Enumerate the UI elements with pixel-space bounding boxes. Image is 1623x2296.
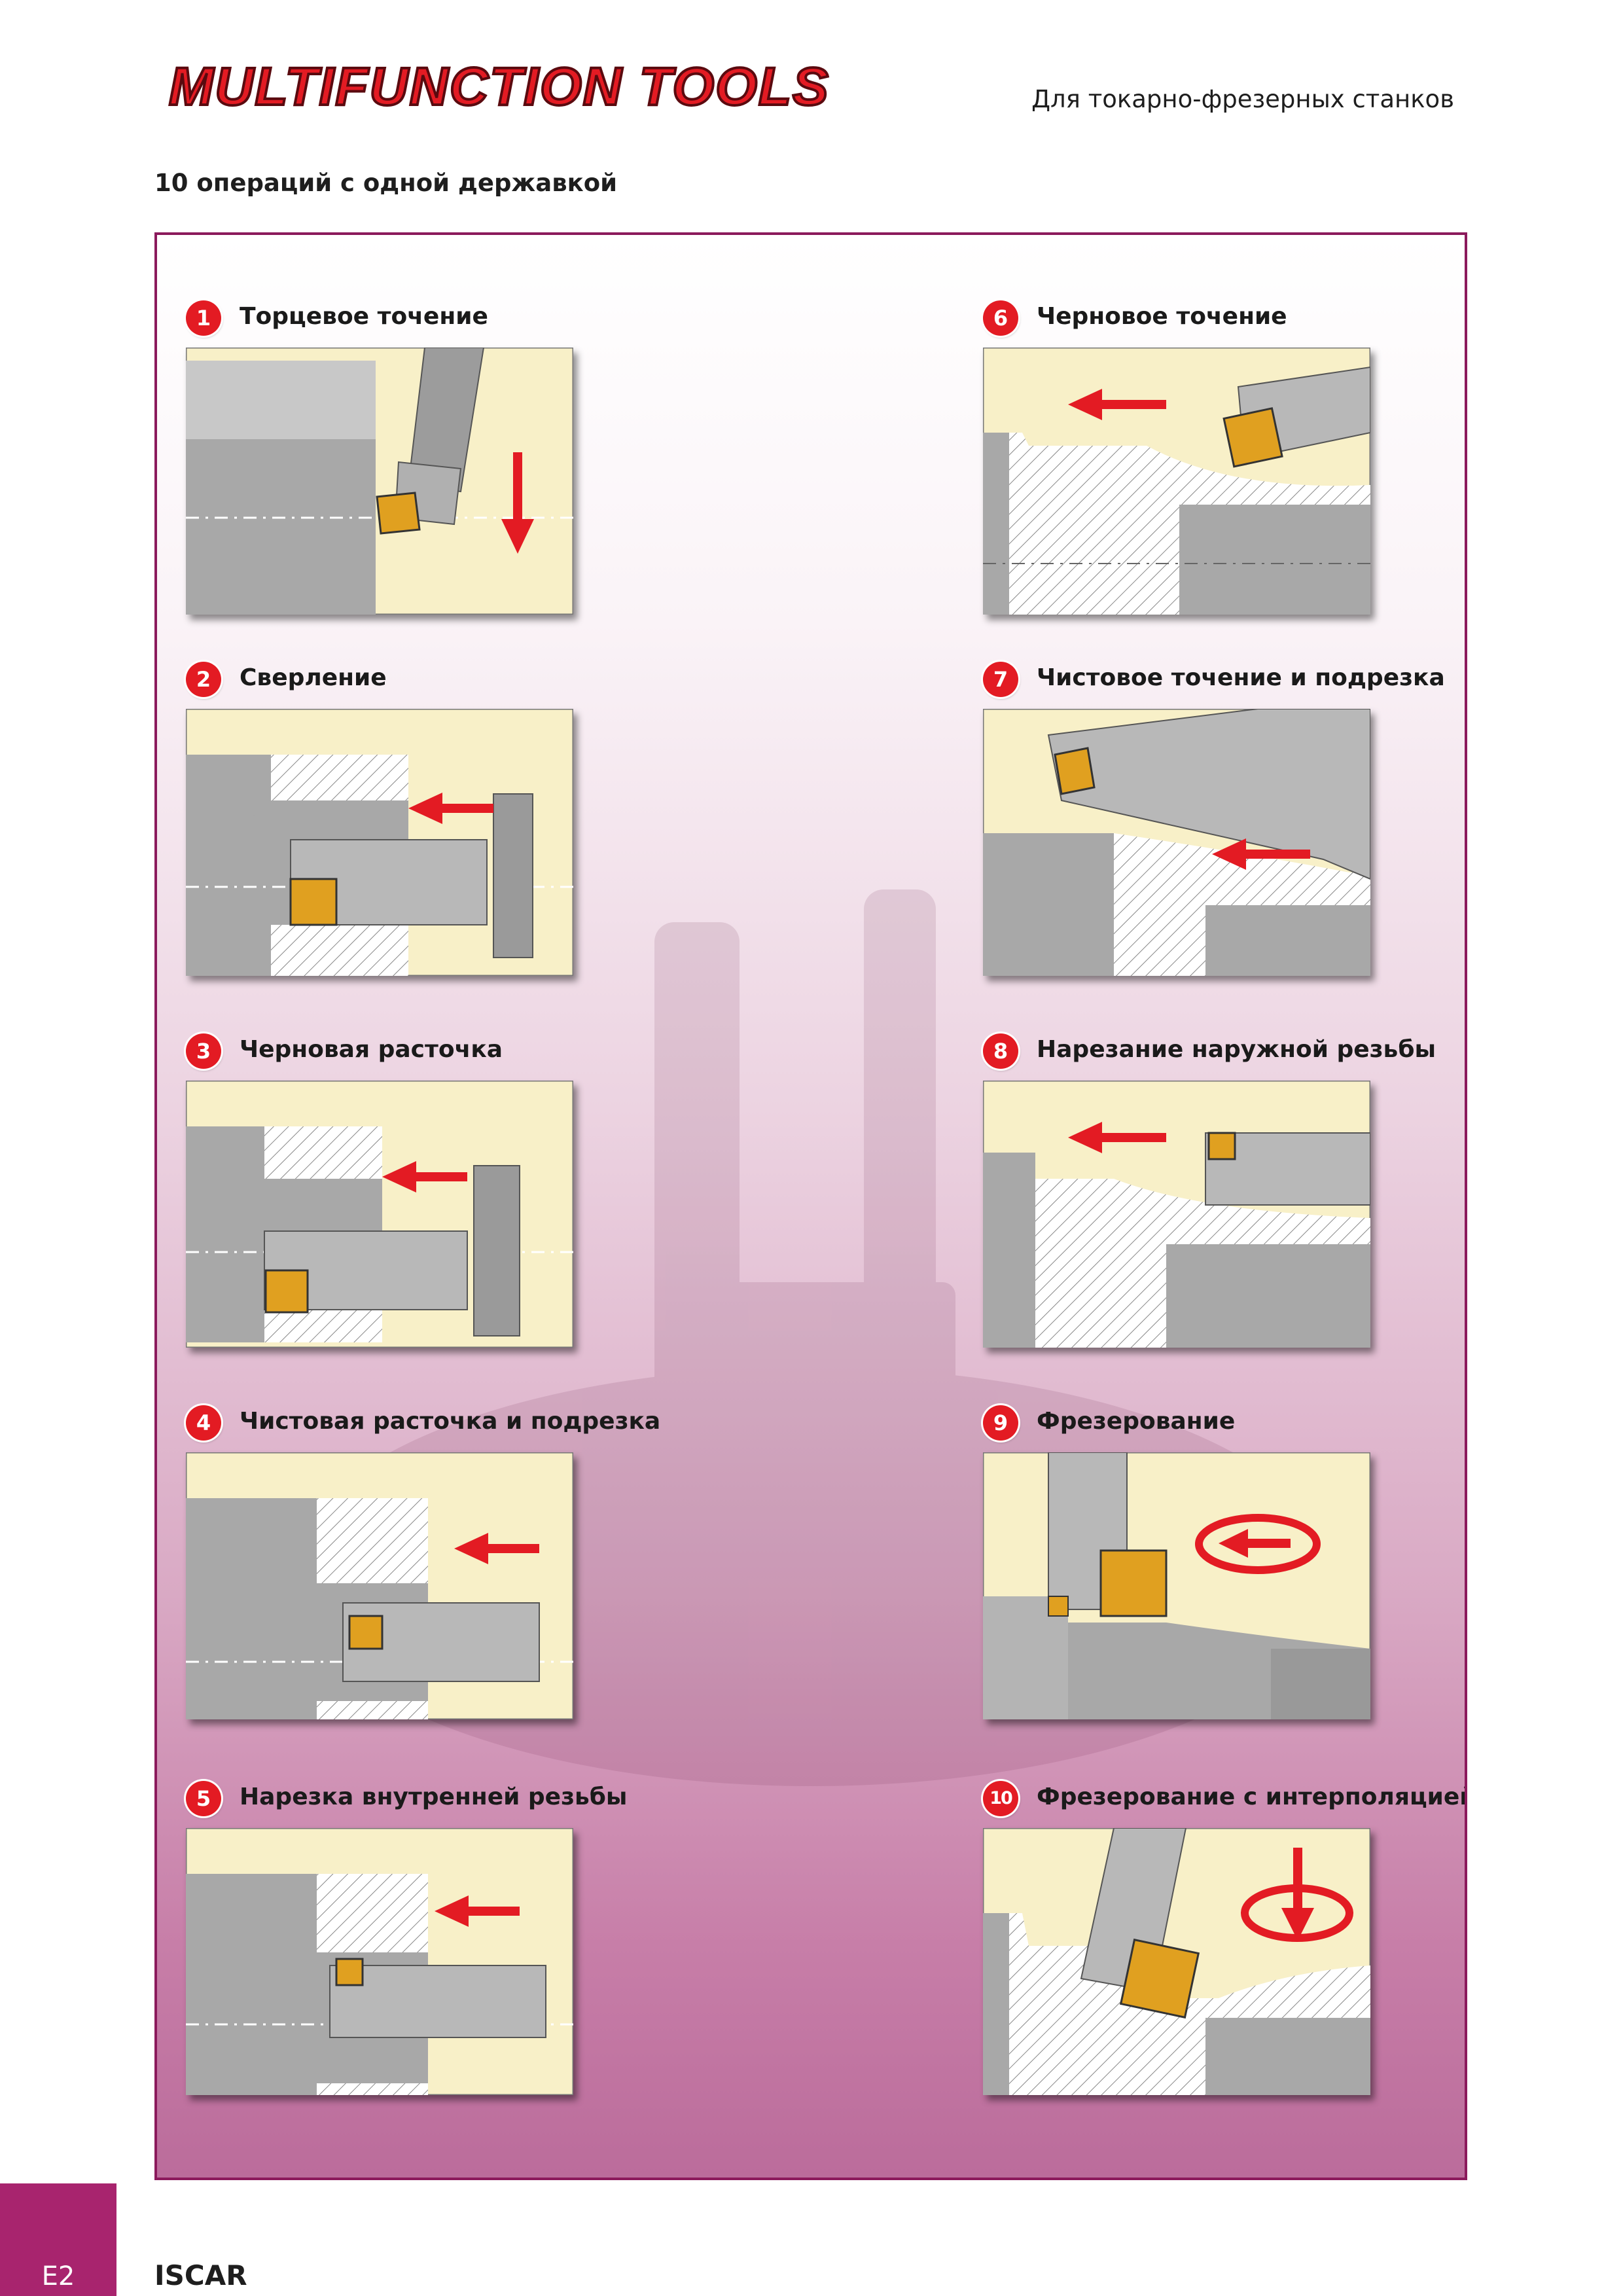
- arrow-left-icon: [1212, 838, 1246, 870]
- rotation-arrow-icon: [1195, 1514, 1321, 1574]
- footer-tab: [0, 2183, 116, 2296]
- operation-7-illustration: [983, 709, 1370, 976]
- operation-10-illustration: [983, 1828, 1370, 2095]
- operation-8-illustration: [983, 1081, 1370, 1348]
- operation-4-number: 4: [186, 1405, 221, 1441]
- operation-10-title: Фрезерование с интерполяцией: [1037, 1784, 1467, 1810]
- operation-4-title: Чистовая расточка и подрезка: [240, 1408, 661, 1435]
- tool-holder-icon: [1047, 709, 1370, 880]
- insert-icon: [1099, 1549, 1168, 1617]
- insert-icon: [348, 1615, 383, 1650]
- arrow-left-icon: [382, 1161, 416, 1193]
- page-subtitle: Для токарно-фрезерных станков: [1031, 85, 1454, 113]
- threading-bar-icon: [329, 1965, 546, 2038]
- operation-3-title: Черновая расточка: [240, 1036, 503, 1063]
- operation-3-illustration: [186, 1081, 573, 1348]
- operation-2-number: 2: [186, 662, 221, 697]
- operation-6-number: 6: [983, 300, 1018, 336]
- insert-icon: [376, 492, 421, 535]
- operation-7-title: Чистовое точение и подрезка: [1037, 664, 1445, 691]
- operation-9-illustration: [983, 1452, 1370, 1719]
- footer-brand: ISCAR: [154, 2259, 247, 2291]
- arrow-down-icon: [501, 519, 534, 554]
- operation-8-title: Нарезание наружной резьбы: [1037, 1036, 1436, 1063]
- insert-icon: [1119, 1938, 1200, 2019]
- operation-4-illustration: [186, 1452, 573, 1719]
- insert-icon: [1054, 747, 1096, 795]
- arrow-down-icon: [1281, 1908, 1314, 1941]
- arrow-left-icon: [454, 1533, 488, 1564]
- operation-2-title: Сверление: [240, 664, 387, 691]
- operation-1-number: 1: [186, 300, 221, 336]
- insert-icon: [1207, 1132, 1236, 1160]
- operation-10-number: 10: [983, 1781, 1018, 1816]
- operation-7-number: 7: [983, 662, 1018, 697]
- arrow-left-icon: [1068, 389, 1102, 420]
- operations-panel: 1 Торцевое точение 2 Сверление: [154, 232, 1467, 2180]
- operation-2-illustration: [186, 709, 573, 976]
- insert-icon: [335, 1958, 364, 1986]
- page-number: E2: [41, 2261, 75, 2291]
- operation-6-illustration: [983, 348, 1370, 615]
- section-heading: 10 операций с одной державкой: [154, 169, 618, 197]
- tool-holder-icon: [407, 348, 485, 493]
- operation-5-illustration: [186, 1828, 573, 2095]
- operation-1-title: Торцевое точение: [240, 303, 488, 330]
- insert-icon: [1222, 407, 1283, 468]
- operation-8-number: 8: [983, 1033, 1018, 1069]
- operation-9-title: Фрезерование: [1037, 1408, 1236, 1435]
- arrow-left-icon: [435, 1895, 469, 1927]
- operation-1-illustration: [186, 348, 573, 615]
- arrow-left-icon: [408, 793, 442, 824]
- insert-icon: [289, 878, 338, 926]
- operation-5-number: 5: [186, 1781, 221, 1816]
- insert-icon: [264, 1269, 309, 1314]
- operation-9-number: 9: [983, 1405, 1018, 1441]
- operation-5-title: Нарезка внутренней резьбы: [240, 1784, 628, 1810]
- operation-6-title: Черновое точение: [1037, 303, 1287, 330]
- arrow-left-icon: [1068, 1122, 1102, 1153]
- brand-title: MULTIFUNCTION TOOLS: [168, 57, 830, 117]
- operation-3-number: 3: [186, 1033, 221, 1069]
